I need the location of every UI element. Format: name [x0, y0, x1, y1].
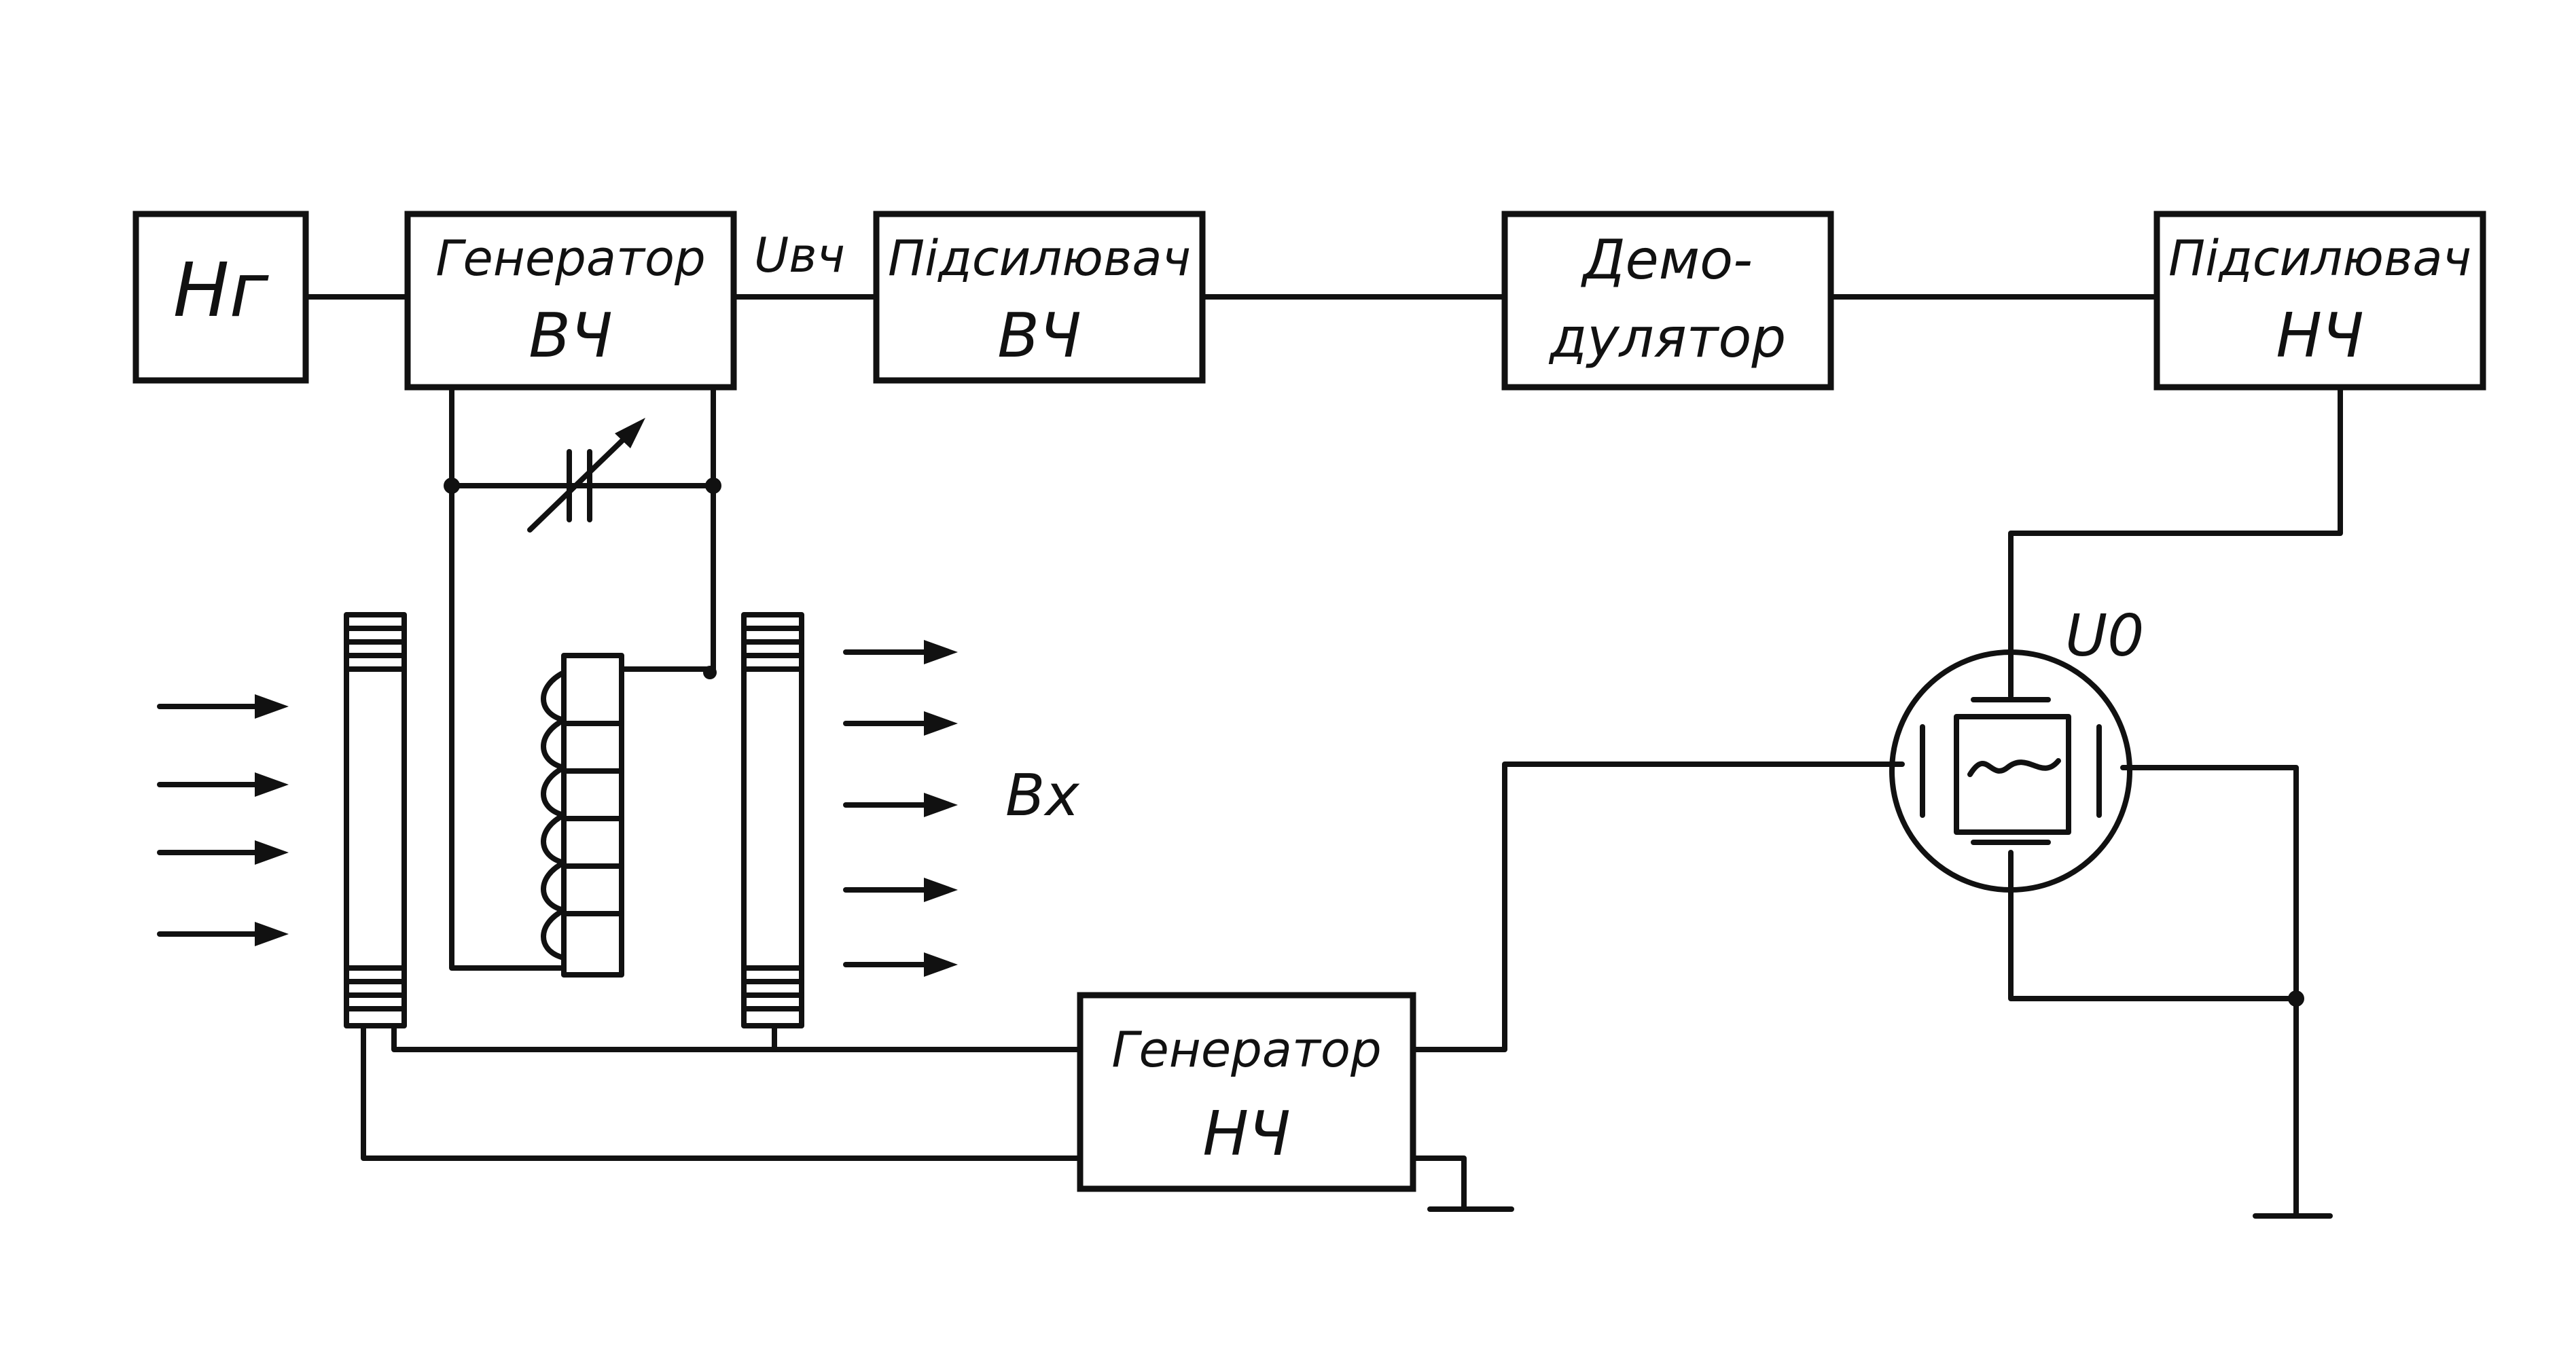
- wire-core-bottom: [361, 1023, 1083, 1161]
- label-u0: U0: [2065, 603, 2144, 670]
- field-arrows-left: [157, 694, 289, 946]
- junction-dot: [444, 478, 460, 494]
- wire-left-tank: [449, 384, 567, 971]
- block-amp-hf-line2: ВЧ: [997, 300, 1081, 372]
- block-demodulator: Демо- дулятор: [1501, 211, 1834, 391]
- block-gen-lf: Генератор НЧ: [1077, 992, 1416, 1192]
- junction-dot: [703, 666, 717, 679]
- junction-dots: [444, 478, 2304, 1007]
- block-hz: Hг: [132, 211, 309, 384]
- block-amp-lf-line2: НЧ: [2276, 300, 2363, 372]
- block-amp-hf: Підсилювач ВЧ: [873, 211, 1206, 384]
- field-arrows-right: [843, 640, 958, 977]
- inductor-coil-icon: [541, 653, 624, 978]
- variable-capacitor-icon: [527, 418, 645, 533]
- block-hz-label: Hг: [173, 247, 270, 334]
- block-amp-lf: Підсилювач НЧ: [2153, 211, 2486, 391]
- block-gen-hf-line1: Генератор: [435, 230, 705, 287]
- wire-genlf-crt: [1410, 761, 1905, 1052]
- label-u-hf: Uвч: [754, 228, 845, 283]
- wire-core-top: [391, 1023, 1083, 1052]
- wire-crt-bottom: [2008, 850, 2299, 1001]
- block-gen-hf-line2: ВЧ: [529, 300, 612, 372]
- fluxgate-core-left-icon: [344, 612, 407, 1028]
- junction-dot: [2288, 990, 2304, 1007]
- wire-genlf-ground: [1410, 1155, 1467, 1212]
- block-amp-lf-line1: Підсилювач: [2168, 230, 2471, 287]
- junction-dot: [705, 478, 721, 494]
- wire-crt-right-ground: [2120, 765, 2299, 1219]
- fluxgate-core-right-icon: [741, 612, 804, 1028]
- block-demod-line2: дулятор: [1548, 306, 1786, 370]
- block-gen-lf-line2: НЧ: [1202, 1098, 1290, 1170]
- block-gen-lf-line1: Генератор: [1111, 1021, 1381, 1078]
- wire-amplf-crt: [2008, 384, 2343, 699]
- block-demod-line1: Демо-: [1581, 228, 1753, 291]
- block-gen-hf: Генератор ВЧ: [404, 211, 737, 391]
- crt-oscilloscope-icon: [1889, 649, 2132, 893]
- label-bx: Bx: [1005, 762, 1080, 829]
- block-amp-hf-line1: Підсилювач: [888, 230, 1191, 287]
